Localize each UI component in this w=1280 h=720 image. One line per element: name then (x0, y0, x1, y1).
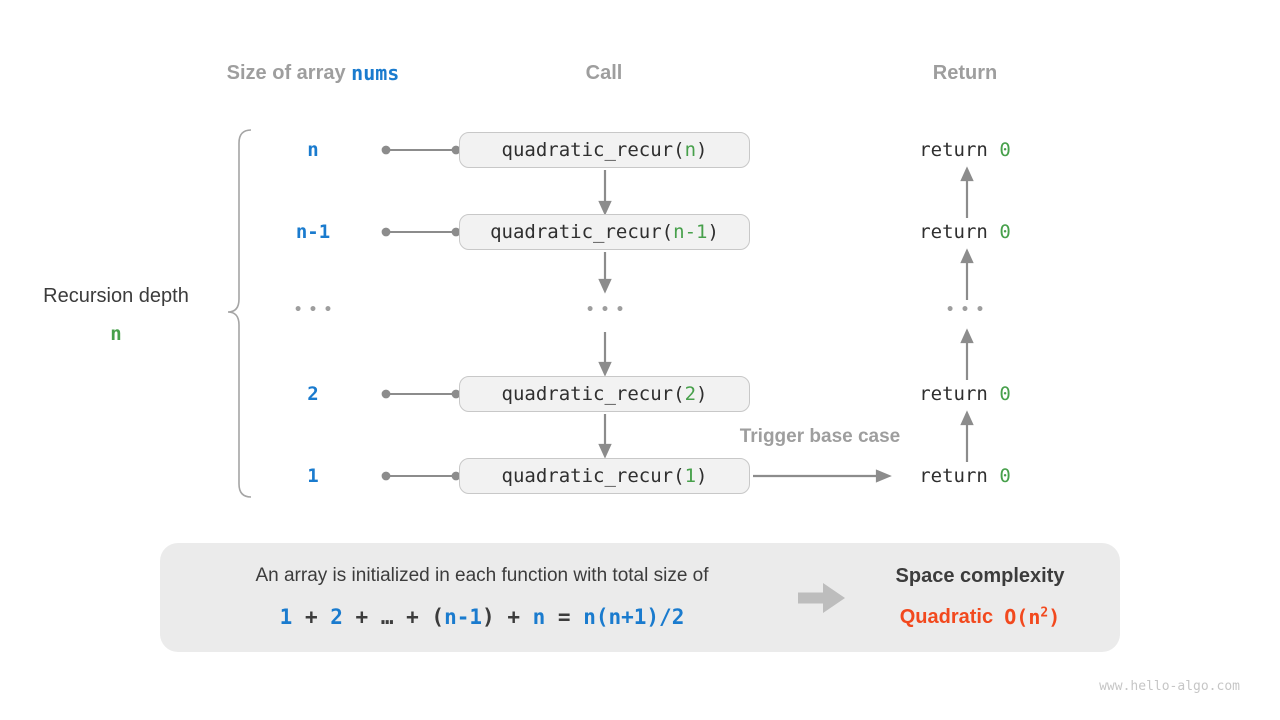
call-arg: 1 (684, 465, 697, 487)
formula-paren: ) (482, 605, 495, 629)
return-column-header: Return (932, 61, 998, 84)
ellipsis: ••• (585, 302, 631, 318)
formula-term: n-1 (444, 605, 483, 629)
panel-caption: An array is initialized in each function… (255, 565, 709, 586)
size-label-2: 2 (307, 383, 319, 405)
recursion-depth-brace (227, 129, 252, 498)
space-complexity-title: Space complexity (895, 564, 1065, 587)
paren-open: ( (673, 465, 685, 487)
paren-close: ) (707, 221, 719, 243)
formula-equals: = (545, 605, 584, 629)
ellipsis: ••• (293, 302, 339, 318)
return-value: 0 (999, 465, 1011, 487)
formula-paren: ( (431, 605, 445, 629)
big-o-notation: O(n2) (1004, 605, 1061, 629)
call-fn-name: quadratic_recur (501, 465, 674, 487)
size-label-n: n (307, 139, 319, 161)
call-box-1: quadratic_recur(1) (459, 458, 750, 494)
size-header-text: Size of array (226, 61, 352, 84)
formula-operator: + (292, 605, 331, 629)
call-box-n-1: quadratic_recur(n-1) (459, 214, 750, 250)
return-keyword: return (919, 221, 1000, 243)
nums-code-label: nums (351, 61, 400, 85)
call-arg: n-1 (673, 221, 708, 243)
return-statement: return 0 (885, 138, 1045, 162)
paren-open: ( (673, 139, 685, 161)
size-column-header: Size of array nums (163, 60, 463, 86)
size-label-n-1: n-1 (295, 221, 331, 243)
call-box-n: quadratic_recur(n) (459, 132, 750, 168)
formula-term: n (532, 605, 546, 629)
size-connectors (381, 145, 461, 481)
formula-operator: + (393, 605, 432, 629)
return-value: 0 (999, 139, 1011, 161)
return-value: 0 (999, 383, 1011, 405)
base-case-arrow (753, 469, 892, 483)
space-complexity-result: Quadratic O(n2) (860, 603, 1100, 631)
complexity-name: Quadratic (899, 605, 994, 628)
size-label-1: 1 (307, 465, 319, 487)
call-column-header: Call (585, 61, 623, 84)
formula-term: 1 (279, 605, 293, 629)
formula-ellipsis: … (380, 605, 394, 629)
watermark: www.hello-algo.com (1099, 679, 1240, 694)
formula-operator: + (494, 605, 533, 629)
formula-result: n(n+1)/2 (583, 605, 685, 629)
summary-panel: An array is initialized in each function… (160, 543, 1120, 652)
formula-term: 2 (330, 605, 343, 629)
panel-formula: 1 + 2 + … + (n-1) + n = n(n+1)/2 (180, 603, 784, 631)
call-box-2: quadratic_recur(2) (459, 376, 750, 412)
return-keyword: return (919, 465, 1000, 487)
paren-open: ( (661, 221, 674, 243)
implies-arrow-icon (798, 583, 845, 613)
formula-operator: + (342, 605, 381, 629)
call-fn-name: quadratic_recur (501, 139, 674, 161)
return-statement: return 0 (885, 382, 1045, 406)
return-value: 0 (999, 221, 1011, 243)
call-fn-name: quadratic_recur (490, 221, 662, 243)
return-statement: return 0 (885, 464, 1045, 488)
recursion-depth-value: n (110, 323, 122, 345)
paren-open: ( (673, 383, 685, 405)
return-statement: return 0 (885, 220, 1045, 244)
paren-close: ) (696, 383, 708, 405)
call-fn-name: quadratic_recur (501, 383, 674, 405)
call-arg: 2 (684, 383, 697, 405)
ellipsis: ••• (945, 302, 991, 318)
trigger-base-case-label: Trigger base case (739, 426, 901, 447)
paren-close: ) (696, 465, 708, 487)
paren-close: ) (696, 139, 708, 161)
recursion-depth-label: Recursion depth (43, 284, 189, 307)
call-arg: n (684, 139, 697, 161)
return-keyword: return (919, 383, 1000, 405)
return-keyword: return (919, 139, 1000, 161)
